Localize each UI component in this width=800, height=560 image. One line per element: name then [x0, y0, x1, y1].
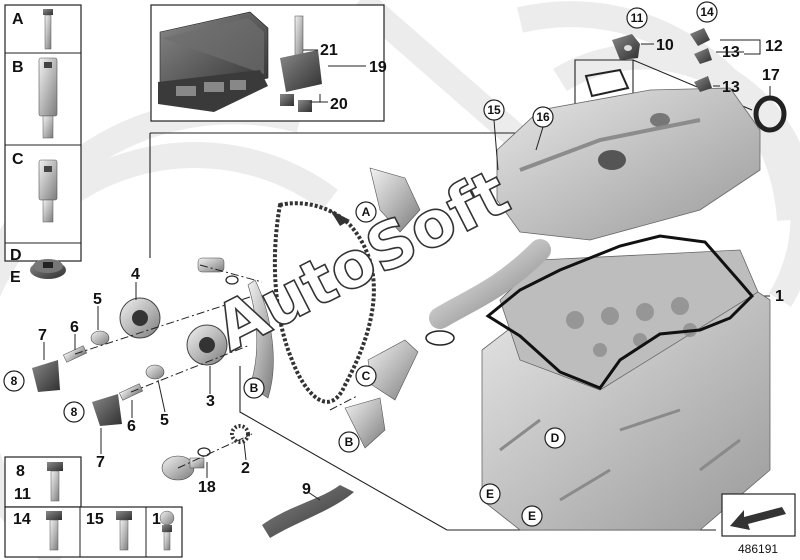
callout-17: 17	[762, 67, 780, 84]
vent-hose-illustration	[429, 239, 551, 329]
tag-a: A	[362, 205, 371, 219]
kit-letter-b: B	[12, 59, 24, 76]
callout-14: 14	[700, 5, 714, 19]
bolt-legend-15: 15	[86, 511, 104, 528]
callout-4: 4	[131, 266, 140, 283]
tag-b2: B	[345, 435, 354, 449]
tag-e1: E	[486, 487, 494, 501]
callout-11: 11	[631, 11, 644, 25]
bolt-14-illustration	[46, 511, 62, 551]
small-parts-10-14	[612, 28, 761, 92]
bolt-8-11-illustration	[47, 462, 63, 502]
callout-5b: 5	[160, 412, 169, 429]
leader-lines	[43, 43, 771, 501]
ball-stud-16-illustration	[159, 510, 175, 551]
callout-8a: 8	[11, 374, 18, 388]
bolt-legend-11: 11	[14, 486, 31, 503]
callout-18: 18	[198, 479, 216, 496]
callout-8b: 8	[71, 405, 78, 419]
camshaft-adjusters-illustration	[32, 257, 358, 538]
callout-13b: 13	[722, 79, 740, 96]
kit-legend-column: A B C D E	[4, 4, 82, 286]
cylinder-head-cover-illustration	[496, 68, 787, 241]
stud-b-illustration	[38, 57, 58, 139]
callout-6a: 6	[70, 319, 79, 336]
callout-7b: 7	[96, 454, 105, 471]
callout-10: 10	[656, 37, 674, 54]
kit-letter-e: E	[10, 269, 21, 286]
next-page-arrow-box[interactable]	[721, 493, 796, 537]
bolt-15-illustration	[116, 511, 132, 551]
tag-c: C	[362, 369, 371, 383]
callout-20: 20	[330, 96, 348, 113]
callout-13a: 13	[722, 44, 740, 61]
watermark: AutoSoft	[204, 156, 521, 366]
callout-2: 2	[241, 460, 250, 477]
callout-7a: 7	[38, 327, 47, 344]
callout-3: 3	[206, 393, 215, 410]
tag-e2: E	[528, 509, 536, 523]
stud-c-illustration	[38, 159, 58, 223]
callout-9: 9	[302, 481, 311, 498]
callout-19: 19	[369, 59, 387, 76]
screw-plug-illustration	[30, 259, 66, 279]
image-number: 486191	[738, 542, 778, 556]
bolt-a-illustration	[43, 9, 53, 50]
callout-6b: 6	[127, 418, 136, 435]
bolt-legend-8: 8	[16, 463, 25, 480]
circled-callouts: 11 14 15 16 8 8 A B B C D E E	[3, 1, 718, 527]
callout-5a: 5	[93, 291, 102, 308]
kit-letter-a: A	[12, 11, 24, 28]
kit-letter-c: C	[12, 151, 24, 168]
chain-guides-illustration	[247, 167, 421, 449]
callout-1: 1	[775, 288, 784, 305]
callout-21: 21	[320, 42, 338, 59]
timing-chain-illustration	[272, 201, 376, 404]
tag-b1: B	[250, 381, 259, 395]
callout-12: 12	[765, 38, 783, 55]
engine-block-illustration	[481, 234, 771, 531]
tag-d: D	[551, 431, 560, 445]
callout-16: 16	[536, 110, 550, 124]
bolt-legend-14: 14	[13, 511, 31, 528]
kit-letter-d: D	[10, 247, 22, 264]
tool-kit-box: 21 20 19	[150, 4, 387, 122]
callout-15: 15	[487, 103, 501, 117]
bolt-legend-table: 8 11 14 15 16	[4, 456, 183, 558]
number-callouts: 1 2 3 4 5 5 6 6 7 7 9 10 12 13 13 17 18	[38, 37, 784, 498]
